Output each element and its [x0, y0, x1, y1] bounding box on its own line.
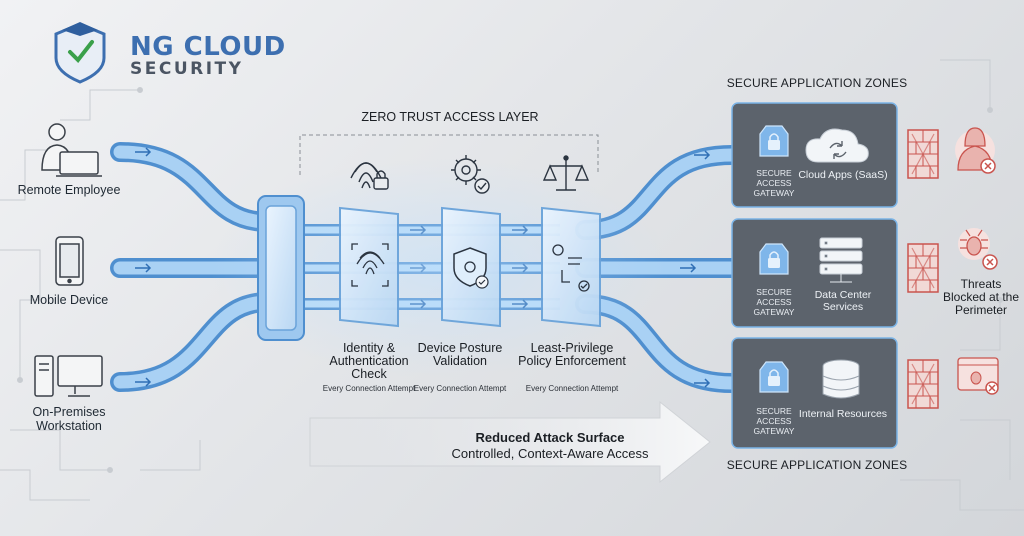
source-label-mobile: Mobile Device — [29, 293, 109, 307]
policy-flow-icon — [552, 244, 590, 292]
gateway-lock-icon — [759, 125, 789, 393]
malware-window-icon — [957, 357, 999, 395]
zone-service-datacenter: Data Center Services — [814, 289, 872, 313]
database-icon — [822, 359, 860, 399]
bug-threat-icon — [958, 228, 998, 270]
attack-surface-subtitle: Controlled, Context-Aware Access — [451, 446, 649, 461]
brand-logo-icon — [54, 22, 106, 84]
source-label-remote: Remote Employee — [17, 183, 121, 197]
fingerprint-icon — [351, 243, 389, 287]
check-subtitle-identity: Every Connection Attempt — [322, 384, 416, 393]
server-rack-icon — [819, 237, 863, 283]
layer-title: ZERO TRUST ACCESS LAYER — [361, 110, 539, 124]
gateway-label-internal: SECURE ACCESS GATEWAY — [753, 406, 795, 436]
zones-header-top: SECURE APPLICATION ZONES — [726, 76, 908, 90]
hacker-threat-icon — [955, 127, 996, 174]
check-title-identity: Identity & Authentication Check — [329, 341, 409, 381]
check-title-device: Device Posture Validation — [417, 341, 503, 368]
firewall-icon — [907, 129, 939, 409]
gateway-label-cloud: SECURE ACCESS GATEWAY — [753, 168, 795, 198]
shield-gear-icon — [453, 247, 487, 287]
gateway-block — [257, 195, 305, 341]
brand-tagline: SECURITY — [130, 59, 244, 79]
zero-trust-bracket — [299, 134, 599, 175]
balance-scale-icon — [542, 155, 590, 191]
fingerprint-lock-icon — [350, 162, 389, 190]
cloud-sync-icon — [805, 128, 869, 163]
brand-name: NG CLOUD — [130, 32, 286, 62]
check-panel-identity — [339, 206, 399, 328]
attack-surface-arrow — [309, 400, 711, 484]
threats-label: Threats Blocked at the Perimeter — [942, 277, 1020, 317]
check-panel-policy — [541, 206, 601, 328]
desktop-computer-icon — [34, 355, 103, 397]
check-title-policy: Least-Privilege Policy Enforcement — [518, 341, 626, 368]
check-panel-device — [441, 206, 501, 328]
zones-header-bottom: SECURE APPLICATION ZONES — [726, 458, 908, 472]
user-laptop-icon — [41, 123, 102, 177]
zone-service-cloud: Cloud Apps (SaaS) — [798, 169, 888, 181]
smartphone-icon — [55, 236, 84, 286]
gateway-label-datacenter: SECURE ACCESS GATEWAY — [753, 287, 795, 317]
zone-service-internal: Internal Resources — [798, 408, 888, 420]
attack-surface-title: Reduced Attack Surface — [475, 430, 625, 445]
check-subtitle-device: Every Connection Attempt — [413, 384, 507, 393]
source-label-workstation: On-Premises Workstation — [32, 405, 106, 433]
gear-check-icon — [451, 155, 490, 194]
check-subtitle-policy: Every Connection Attempt — [525, 384, 619, 393]
